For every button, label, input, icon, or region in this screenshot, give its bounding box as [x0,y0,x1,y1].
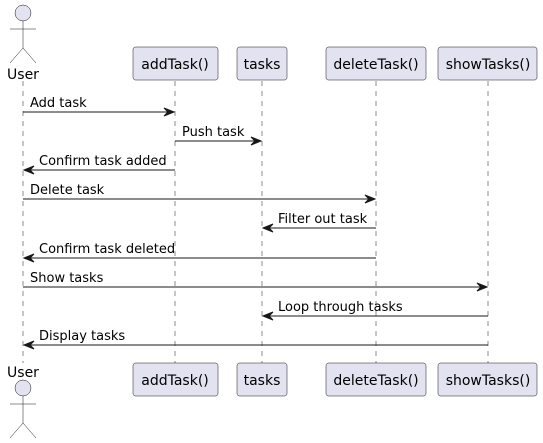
arrowhead-icon [22,165,35,175]
message-label: Display tasks [39,329,125,344]
message-label: Filter out task [278,212,368,227]
participant-label-addTask-top: addTask() [141,57,209,73]
message-7: Show tasks [23,271,489,292]
participant-box-deleteTask-bottom [325,362,427,397]
participant-box-addTask-bottom [132,362,219,397]
participant-label-user-bottom: User [7,365,39,381]
user-bottom-actor-icon [9,379,37,439]
participants-bottom: User addTask() tasks deleteTask() showTasks(… [7,362,538,439]
message-5: Filter out task [261,212,376,233]
arrowhead-icon [163,107,176,117]
message-9: Display tasks [22,329,488,350]
message-label: Loop through tasks [278,300,403,315]
lifelines [22,81,489,363]
user-top-actor-icon [9,4,37,64]
participant-box-addTask-top [132,46,219,81]
message-3: Confirm task added [22,154,175,175]
participant-label-deleteTask-top: deleteTask() [333,57,418,73]
participant-box-showTasks-top [437,46,538,81]
message-label: Push task [182,125,245,140]
participant-box-deleteTask-top [325,46,427,81]
participant-box-tasks-bottom [236,362,288,397]
arrowhead-icon [476,282,489,292]
participant-box-tasks-top [236,46,288,81]
arrowhead-icon [261,311,274,321]
participants-top: User addTask() tasks deleteTask() showTasks(… [7,4,538,83]
message-label: Confirm task added [39,154,167,169]
participant-label-showTasks-bottom: showTasks() [446,373,531,389]
arrowhead-icon [364,194,377,204]
arrowhead-icon [261,223,274,233]
message-4: Delete task [23,183,377,204]
participant-label-tasks-bottom: tasks [244,373,281,389]
message-1: Add task [23,96,176,117]
participant-label-deleteTask-bottom: deleteTask() [333,373,418,389]
message-label: Confirm task deleted [39,242,175,257]
message-2: Push task [175,125,263,146]
message-6: Confirm task deleted [22,242,376,263]
arrowhead-icon [22,340,35,350]
message-label: Add task [30,96,87,111]
participant-label-tasks-top: tasks [244,57,281,73]
arrowhead-icon [250,136,263,146]
participant-label-addTask-bottom: addTask() [141,373,209,389]
arrowhead-icon [22,253,35,263]
message-8: Loop through tasks [261,300,488,321]
participant-label-showTasks-top: showTasks() [446,57,531,73]
participant-label-user-top: User [7,67,39,83]
message-label: Delete task [30,183,105,198]
participant-box-showTasks-bottom [437,362,538,397]
message-label: Show tasks [30,271,104,286]
